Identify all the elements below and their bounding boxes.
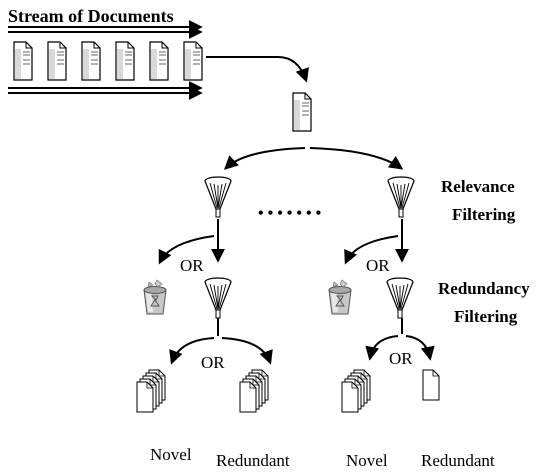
right-redundant-doc-icon — [422, 369, 440, 401]
discard-bin-left-icon — [143, 279, 167, 315]
ellipsis: • • • • • • • — [258, 205, 321, 222]
redundancy-filter-right-icon — [386, 277, 414, 319]
or-label-left-top: OR — [180, 256, 204, 275]
or-label-right-top: OR — [366, 256, 390, 275]
document-icon — [81, 41, 101, 81]
document-icon — [13, 41, 33, 81]
right-novel-arrow — [365, 335, 399, 361]
incoming-document-icon — [292, 92, 312, 132]
stream-documents — [13, 41, 203, 81]
document-icon — [149, 41, 169, 81]
left-redundant-docs-icon — [240, 370, 268, 412]
relevance-label-line2: Filtering — [452, 205, 516, 224]
left-reject-arrow — [158, 235, 215, 265]
document-icon — [183, 41, 203, 81]
redundancy-label-line2: Filtering — [454, 307, 518, 326]
split-arrow-left — [223, 147, 306, 170]
left-novel-label: Novel — [150, 445, 192, 464]
stream-conveyor — [8, 20, 203, 100]
stream-to-document-arrow — [206, 56, 309, 83]
relevance-filter-left-icon — [204, 176, 232, 218]
document-icon — [115, 41, 135, 81]
right-redundant-label: Redundant — [421, 451, 495, 470]
or-label-right-bottom: OR — [389, 349, 413, 368]
relevance-filter-right-icon — [387, 176, 415, 218]
left-redundant-arrow — [221, 337, 273, 365]
left-redundant-label: Redundant — [216, 451, 290, 470]
diagram-title: Stream of Documents — [8, 6, 174, 26]
redundancy-filter-left-icon — [204, 277, 232, 319]
right-reject-arrow — [344, 235, 399, 265]
redundancy-label-line1: Redundancy — [438, 279, 530, 298]
discard-bin-right-icon — [328, 279, 352, 315]
relevance-label-line1: Relevance — [441, 177, 515, 196]
or-label-left-bottom: OR — [201, 353, 225, 372]
right-novel-label: Novel — [346, 451, 388, 470]
document-icon — [47, 41, 67, 81]
left-novel-arrow — [169, 337, 215, 365]
split-arrow-right — [309, 147, 404, 170]
left-novel-docs-icon — [137, 370, 165, 412]
right-redundant-arrow — [405, 335, 435, 361]
right-novel-docs-icon — [342, 370, 370, 412]
